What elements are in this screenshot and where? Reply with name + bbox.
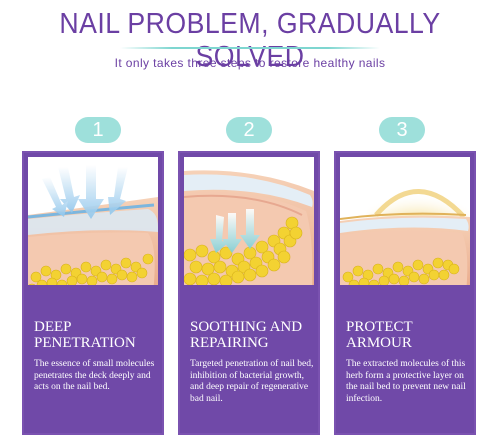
step-3-badge: 3 bbox=[379, 117, 425, 143]
step-1-card: DEEP PENETRATION The essence of small mo… bbox=[22, 151, 164, 435]
step-2-badge: 2 bbox=[226, 117, 272, 143]
nail-penetration-arrows-icon bbox=[28, 157, 158, 293]
step-1-heading: DEEP PENETRATION bbox=[34, 319, 136, 351]
step-2-card: SOOTHING AND REPAIRING Targeted penetrat… bbox=[178, 151, 320, 435]
nail-shield-icon bbox=[340, 157, 470, 293]
page-title: NAIL PROBLEM, GRADUALLY SOLVED bbox=[59, 8, 441, 73]
step-1-badge: 1 bbox=[75, 117, 121, 143]
step-3-card: PROTECT ARMOUR The extracted molecules o… bbox=[334, 151, 476, 435]
step-2-heading: SOOTHING AND REPAIRING bbox=[190, 319, 303, 351]
step-3-description: The extracted molecules of this herb for… bbox=[346, 359, 466, 404]
step-2-description: Targeted penetration of nail bed, inhibi… bbox=[190, 359, 314, 404]
page-subtitle: It only takes three steps to restore hea… bbox=[114, 56, 386, 70]
title-divider bbox=[120, 47, 380, 49]
step-1-description: The essence of small molecules penetrate… bbox=[34, 359, 155, 392]
step-3-heading: PROTECT ARMOUR bbox=[346, 319, 413, 351]
nail-repair-icon bbox=[184, 157, 314, 293]
